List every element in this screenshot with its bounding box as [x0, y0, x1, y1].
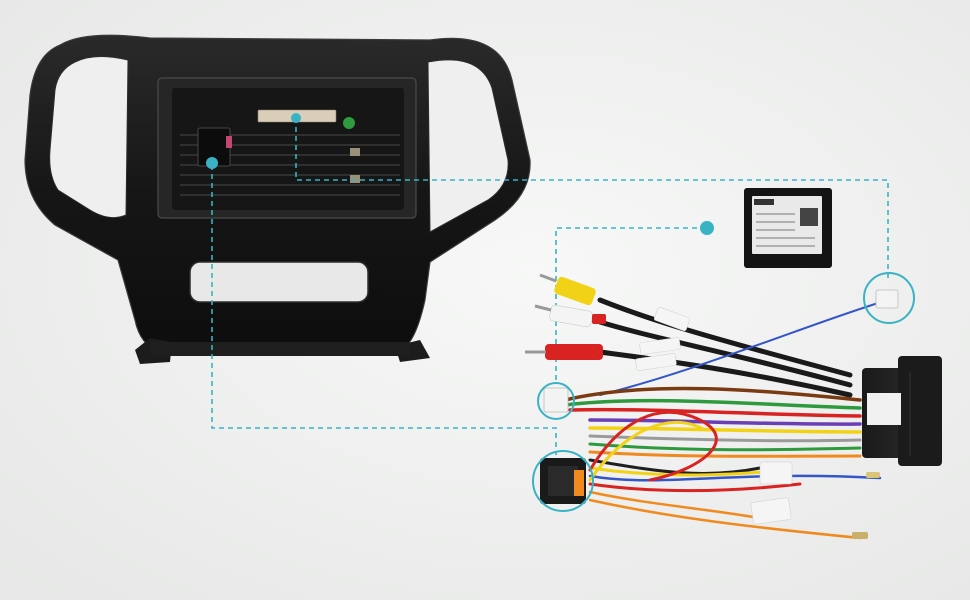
- callout-dot-module: [700, 221, 714, 235]
- dash-frame: [24, 34, 531, 364]
- rca-cable-yellow: [597, 297, 853, 378]
- lower-slot: [189, 261, 369, 303]
- rca-plug-white: [534, 304, 606, 328]
- canbus-module: [744, 188, 832, 268]
- callout-line-usb: [295, 118, 889, 280]
- left-vent-opening: [49, 56, 129, 219]
- wiring-harness: [563, 297, 889, 540]
- callout-dot-usb: [291, 113, 301, 123]
- rca-cable-red: [597, 349, 853, 398]
- callout-dot-main: [206, 157, 218, 169]
- wire-sleeve-4: [759, 461, 793, 485]
- small-white-connector: [543, 387, 569, 413]
- callout-lines: [211, 118, 889, 455]
- wire-blue-upper: [599, 299, 889, 396]
- wire-sleeve-3: [635, 353, 677, 371]
- rca-plug-red: [525, 344, 603, 360]
- rca-cable-white: [597, 319, 853, 388]
- wire-terminal-orange: [852, 532, 868, 539]
- vehicle-harness-plug: [862, 356, 942, 466]
- zoom-rings: [532, 272, 915, 512]
- radio-side-plug: [540, 458, 586, 504]
- upper-white-connector: [875, 289, 899, 309]
- rear-connector-small: [350, 175, 360, 183]
- zoom-ring-radio-plug: [532, 450, 594, 512]
- callout-line-main-connector: [211, 165, 557, 455]
- wire-sleeve-2: [639, 337, 681, 355]
- rear-connector-antenna: [350, 148, 360, 156]
- rca-plug-yellow: [539, 273, 596, 306]
- wire-sleeve-1: [653, 306, 691, 332]
- bottom-rail: [150, 342, 410, 356]
- right-vent-opening: [427, 59, 509, 233]
- rear-connector-gps: [343, 117, 355, 129]
- wire-sleeve-5: [750, 497, 792, 525]
- wire-terminal-blue: [866, 472, 880, 478]
- zoom-ring-small-connector: [537, 382, 575, 420]
- rear-connector-pink: [226, 136, 232, 148]
- callout-line-module: [555, 227, 706, 382]
- zoom-ring-upper: [863, 272, 915, 324]
